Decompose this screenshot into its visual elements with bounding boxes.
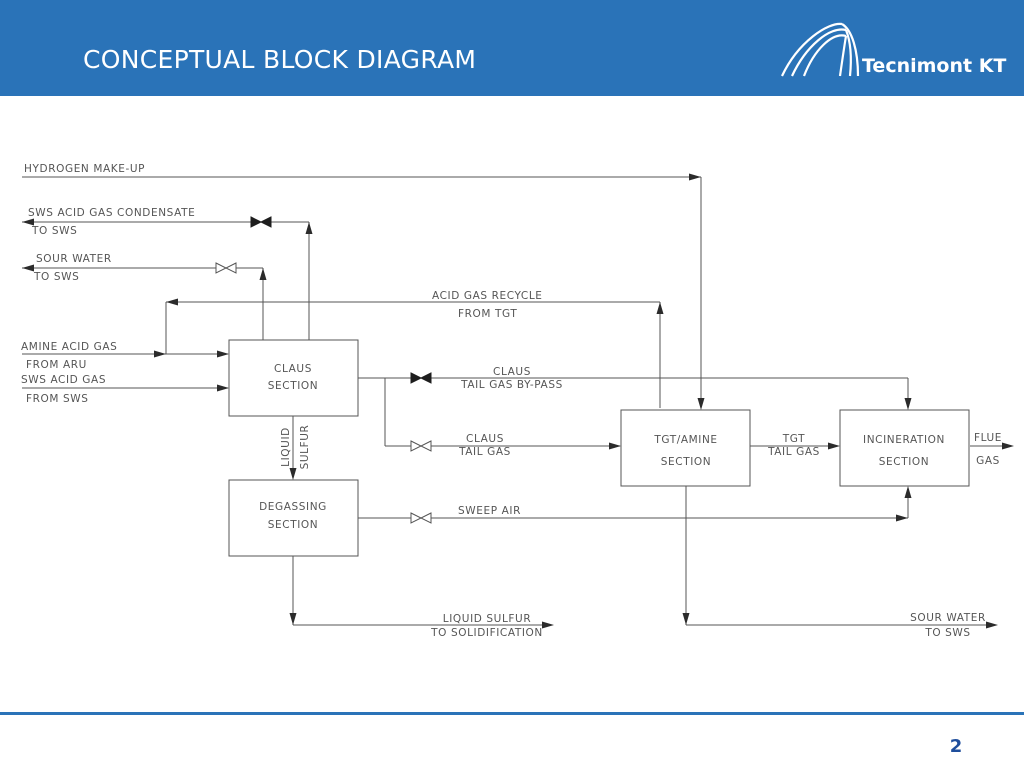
sour-water-top-arrow-left bbox=[22, 264, 34, 272]
bypass-arrow-down bbox=[904, 398, 912, 410]
recycle-arrow-up bbox=[656, 302, 664, 314]
sour-water-bottom-label1: SOUR WATER bbox=[910, 612, 986, 624]
sour-water-top-dest: TO SWS bbox=[33, 271, 79, 283]
claus-tail-gas-label1: CLAUS bbox=[466, 433, 504, 445]
amine-arrow-right bbox=[217, 350, 229, 358]
hydrogen-makeup-label: HYDROGEN MAKE-UP bbox=[24, 163, 145, 175]
claus-bypass-label2: TAIL GAS BY-PASS bbox=[460, 379, 563, 391]
flue-gas-arrow-right bbox=[1002, 442, 1014, 450]
sour-water-top-arrow-up bbox=[259, 268, 267, 280]
claus-tail-gas-arrow-right bbox=[609, 442, 621, 450]
sws-condensate-dest: TO SWS bbox=[31, 225, 77, 237]
tgt-amine-section-block bbox=[620, 409, 751, 487]
sws-acid-gas-arrow-right bbox=[217, 384, 229, 392]
flue-gas-label1: FLUE bbox=[974, 432, 1002, 444]
tgt-tail-gas-label1: TGT bbox=[782, 433, 805, 445]
claus-block-line2: SECTION bbox=[268, 380, 318, 392]
tgt-block-line1: TGT/AMINE bbox=[653, 434, 717, 446]
liquid-sulfur-vertical-label1: LIQUID bbox=[280, 427, 292, 467]
liquid-sulfur-out-label1: LIQUID SULFUR bbox=[443, 613, 531, 625]
open-valve-sour-water-icon bbox=[215, 262, 237, 274]
claus-block-line1: CLAUS bbox=[274, 363, 312, 375]
claus-bypass-label1: CLAUS bbox=[493, 366, 531, 378]
sws-acid-gas-label: SWS ACID GAS bbox=[21, 374, 106, 386]
sour-water-bottom-arrow-right bbox=[986, 621, 998, 629]
liquid-sulfur-out-arrow-right bbox=[542, 621, 554, 629]
claus-tail-gas-label2: TAIL GAS bbox=[458, 446, 511, 458]
claus-section-block bbox=[228, 339, 359, 417]
liquid-sulfur-arrow-down bbox=[289, 468, 297, 480]
footer-rule bbox=[0, 712, 1024, 715]
sour-water-bottom-label2: TO SWS bbox=[924, 627, 970, 639]
page-number: 2 bbox=[949, 736, 963, 757]
sws-condensate-arrow-left bbox=[22, 218, 34, 226]
sweep-air-label: SWEEP AIR bbox=[458, 505, 521, 517]
sweep-air-arrow-right bbox=[896, 514, 908, 522]
company-logo-text: Tecnimont KT bbox=[862, 55, 1007, 77]
header-bar bbox=[0, 0, 1024, 96]
open-valve-sweep-air-icon bbox=[410, 512, 432, 524]
open-valve-tail-gas-icon bbox=[410, 440, 432, 452]
amine-acid-gas-label: AMINE ACID GAS bbox=[21, 341, 117, 353]
incineration-block-line2: SECTION bbox=[879, 456, 929, 468]
sws-condensate-label: SWS ACID GAS CONDENSATE bbox=[28, 207, 195, 219]
liquid-sulfur-out-label2: TO SOLIDIFICATION bbox=[430, 627, 543, 639]
sws-acid-gas-source: FROM SWS bbox=[26, 393, 89, 405]
liquid-sulfur-out-arrow-down bbox=[289, 613, 297, 625]
amine-arrow-mid bbox=[154, 350, 166, 358]
acid-gas-recycle-label: ACID GAS RECYCLE bbox=[432, 290, 543, 302]
closed-valve-condensate-icon bbox=[250, 216, 272, 228]
sour-water-bottom-arrow-down bbox=[682, 613, 690, 625]
tgt-tail-gas-label2: TAIL GAS bbox=[767, 446, 820, 458]
sour-water-top-label: SOUR WATER bbox=[36, 253, 112, 265]
liquid-sulfur-vertical-label2: SULFUR bbox=[299, 425, 311, 470]
flue-gas-label2: GAS bbox=[976, 455, 1000, 467]
slide-title: CONCEPTUAL BLOCK DIAGRAM bbox=[83, 45, 477, 74]
incineration-block-line1: INCINERATION bbox=[863, 434, 945, 446]
closed-valve-bypass-icon bbox=[410, 372, 432, 384]
hydrogen-arrow-right bbox=[689, 173, 701, 181]
amine-acid-gas-source: FROM ARU bbox=[26, 359, 87, 371]
tgt-tail-gas-arrow-right bbox=[828, 442, 840, 450]
sws-condensate-arrow-up bbox=[305, 222, 313, 234]
degassing-block-line2: SECTION bbox=[268, 519, 318, 531]
hydrogen-arrow-down bbox=[697, 398, 705, 410]
tecnimont-arc-logo-icon bbox=[781, 22, 860, 77]
incineration-section-block bbox=[839, 409, 970, 487]
degassing-section-block bbox=[228, 479, 359, 557]
tgt-block-line2: SECTION bbox=[661, 456, 711, 468]
degassing-block-line1: DEGASSING bbox=[259, 501, 327, 513]
recycle-arrow-left bbox=[166, 298, 178, 306]
acid-gas-recycle-source: FROM TGT bbox=[458, 308, 517, 320]
sweep-air-arrow-up bbox=[904, 486, 912, 498]
